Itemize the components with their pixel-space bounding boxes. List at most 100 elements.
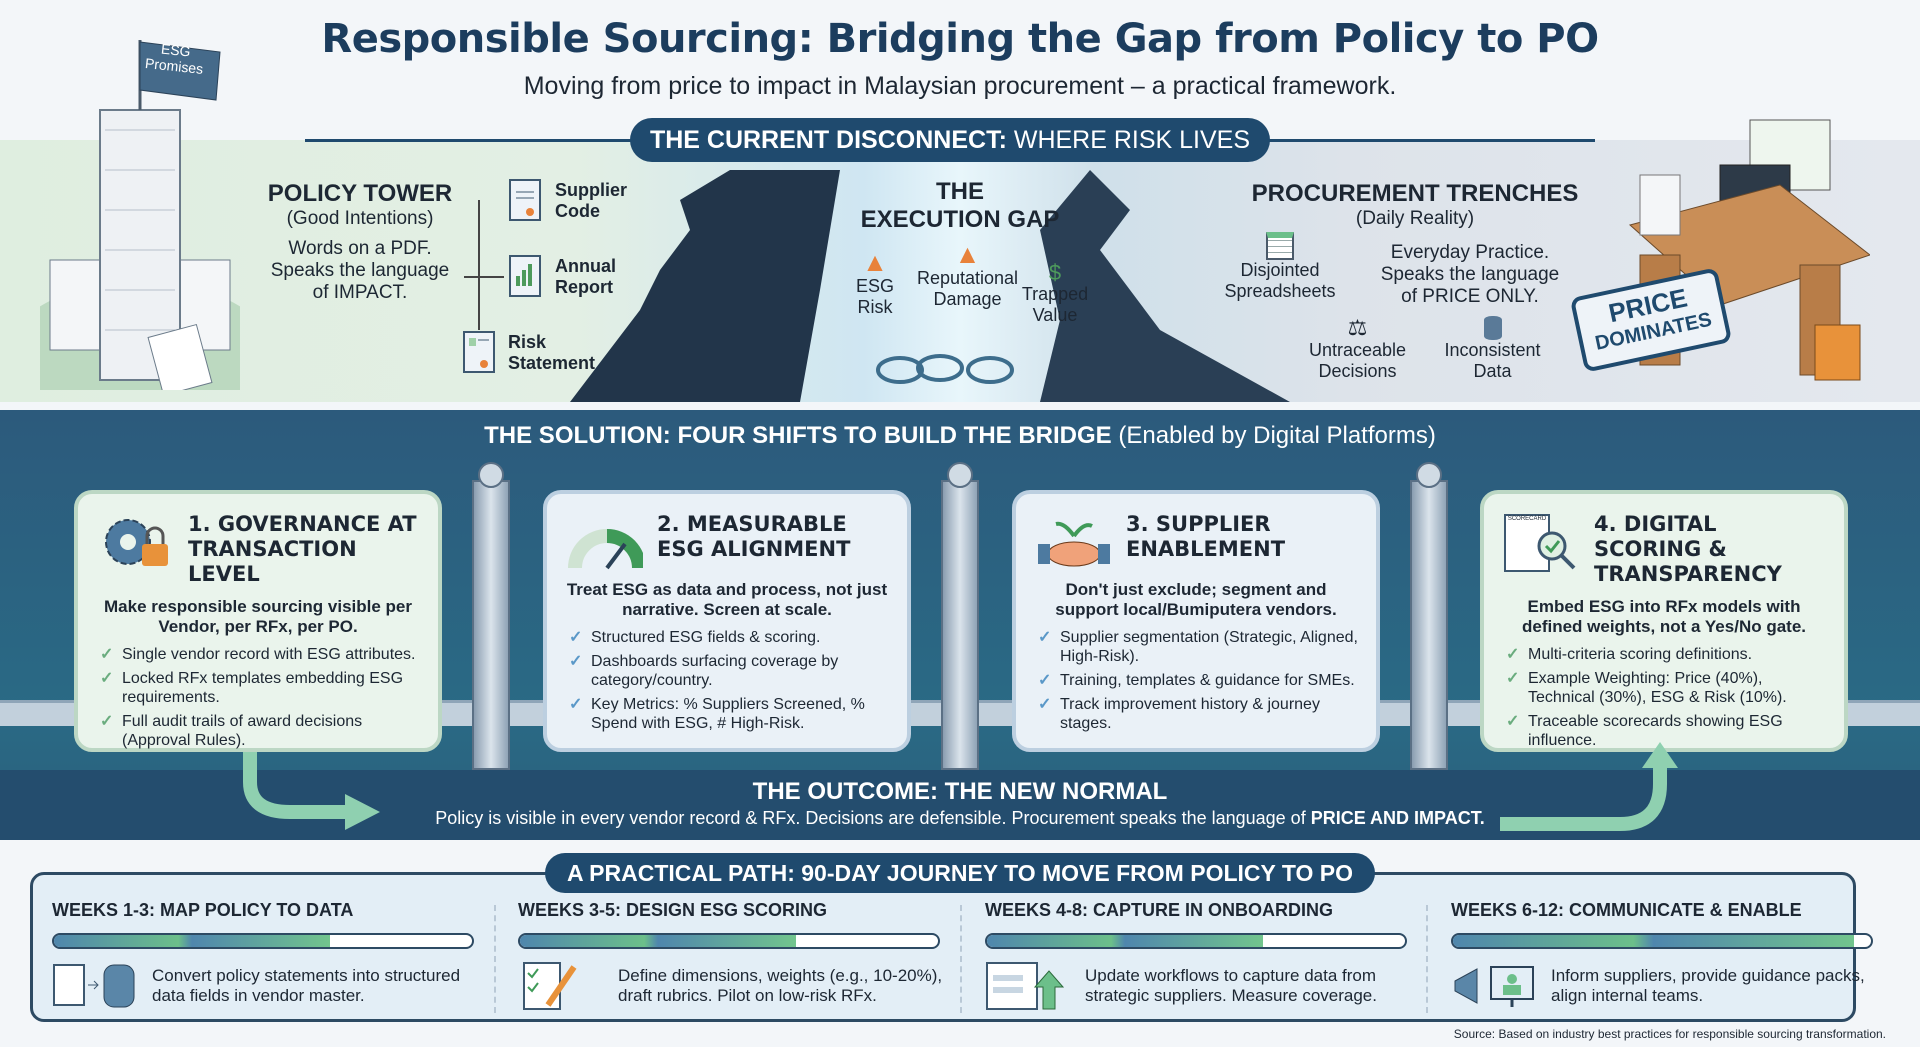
checklist-item: ✓Example Weighting: Price (40%), Technic… bbox=[1506, 670, 1787, 706]
megaphone-monitor-icon bbox=[1451, 961, 1541, 1011]
money-hand-icon: $ bbox=[1048, 260, 1062, 285]
disconnect-banner: THE CURRENT DISCONNECT: WHERE RISK LIVES bbox=[630, 118, 1270, 162]
shift-card-governance: 1. GOVERNANCE AT TRANSACTION LEVEL Make … bbox=[74, 490, 442, 752]
chart-report-icon bbox=[509, 255, 541, 297]
check-icon: ✓ bbox=[1506, 713, 1520, 730]
document-to-database-icon bbox=[52, 961, 142, 1011]
progress-fill bbox=[520, 935, 796, 947]
outcome-title: THE OUTCOME: THE NEW NORMAL bbox=[752, 778, 1168, 805]
check-icon: ✓ bbox=[1506, 646, 1520, 663]
bridge-pillar bbox=[941, 480, 979, 770]
bridge-pillar bbox=[472, 480, 510, 770]
phase-weeks-4-8: WEEKS 4-8: CAPTURE IN ONBOARDING Update … bbox=[985, 900, 1425, 1011]
warning-icon: ▲ bbox=[862, 247, 888, 277]
trenches-subtitle: (Daily Reality) bbox=[1355, 208, 1475, 229]
trenches-desc: Everyday Practice. Speaks the language o… bbox=[1380, 242, 1560, 307]
arrow-up-icon bbox=[1500, 742, 1720, 842]
shift-card-measurable: 2. MEASURABLE ESG ALIGNMENT Treat ESG as… bbox=[543, 490, 911, 752]
checklist-pencil-icon bbox=[518, 961, 608, 1011]
progress-fill bbox=[54, 935, 330, 947]
phase-weeks-1-3: WEEKS 1-3: MAP POLICY TO DATA Convert po… bbox=[52, 900, 492, 1011]
policy-tower-illustration bbox=[40, 30, 240, 390]
gear-lock-icon bbox=[98, 514, 174, 572]
handshake-sprout-icon bbox=[1036, 514, 1112, 572]
banner-bold: THE CURRENT DISCONNECT: bbox=[649, 126, 1007, 154]
check-icon: ✓ bbox=[569, 653, 583, 670]
policy-desc: of IMPACT. bbox=[312, 282, 408, 303]
progress-fill bbox=[1453, 935, 1855, 947]
practical-path-title: A PRACTICAL PATH: 90-DAY JOURNEY TO MOVE… bbox=[545, 853, 1375, 893]
checklist-item: ✓Full audit trails of award decisions (A… bbox=[100, 713, 363, 749]
checklist-item: ✓Supplier segmentation (Strategic, Align… bbox=[1038, 629, 1358, 665]
pillar-cap bbox=[1416, 462, 1442, 488]
divider bbox=[494, 905, 496, 1013]
progress-bar bbox=[52, 933, 474, 949]
check-icon: ✓ bbox=[1506, 670, 1520, 687]
check-icon: ✓ bbox=[100, 713, 114, 730]
gauge-icon bbox=[567, 514, 643, 572]
execution-gap-text: THE EXECUTION GAP bbox=[840, 178, 1080, 234]
shift-card-supplier-enablement: 3. SUPPLIER ENABLEMENT Don't just exclud… bbox=[1012, 490, 1380, 752]
shift-card-digital-scoring: SCORECARD 4. DIGITAL SCORING & TRANSPARE… bbox=[1480, 490, 1848, 752]
pillar-cap bbox=[947, 462, 973, 488]
warning-icon: ▲ bbox=[954, 239, 981, 269]
checklist-item: ✓Locked RFx templates embedding ESG requ… bbox=[100, 670, 404, 706]
outcome-text: Policy is visible in every vendor record… bbox=[435, 808, 1485, 828]
checklist-item: ✓Structured ESG fields & scoring. bbox=[569, 629, 821, 646]
check-icon: ✓ bbox=[1038, 672, 1052, 689]
trenches-heading: PROCUREMENT TRENCHES (Daily Reality) bbox=[1240, 180, 1590, 230]
policy-tower-title: POLICY TOWER bbox=[267, 180, 453, 207]
doc-supplier-code bbox=[508, 178, 544, 224]
check-icon: ✓ bbox=[1038, 629, 1052, 646]
divider bbox=[1265, 139, 1595, 142]
doc-risk-statement bbox=[462, 330, 498, 376]
checklist-item: ✓Multi-criteria scoring definitions. bbox=[1506, 646, 1753, 663]
gap-title: THE bbox=[936, 178, 984, 205]
checklist-item: ✓Single vendor record with ESG attribute… bbox=[100, 646, 416, 663]
policy-tower-text: POLICY TOWER (Good Intentions) Words on … bbox=[250, 180, 470, 304]
page-title: Responsible Sourcing: Bridging the Gap f… bbox=[321, 16, 1599, 62]
divider bbox=[960, 905, 962, 1013]
check-icon: ✓ bbox=[569, 696, 583, 713]
phase-weeks-6-12: WEEKS 6-12: COMMUNICATE & ENABLE Inform … bbox=[1451, 900, 1891, 1011]
checklist-item: ✓Track improvement history & journey sta… bbox=[1038, 696, 1320, 732]
policy-desc: Speaks the language bbox=[270, 260, 450, 281]
pillar-cap bbox=[478, 462, 504, 488]
scorecard-magnifier-icon: SCORECARD bbox=[1504, 514, 1580, 572]
arrow-right-icon bbox=[230, 752, 390, 842]
check-icon: ✓ bbox=[100, 670, 114, 687]
phase-weeks-3-5: WEEKS 3-5: DESIGN ESG SCORING Define dim… bbox=[518, 900, 958, 1011]
progress-bar bbox=[1451, 933, 1873, 949]
doc-annual-report bbox=[508, 254, 544, 300]
gap-title: EXECUTION GAP bbox=[860, 206, 1060, 233]
trenches-title: PROCUREMENT TRENCHES bbox=[1251, 180, 1579, 207]
check-icon: ✓ bbox=[100, 646, 114, 663]
execution-gap-illustration bbox=[570, 170, 1290, 402]
check-icon: ✓ bbox=[1038, 696, 1052, 713]
source-note: Source: Based on industry best practices… bbox=[1453, 1027, 1886, 1041]
database-icon bbox=[1483, 316, 1502, 340]
policy-desc: Words on a PDF. bbox=[288, 238, 432, 259]
form-upload-icon bbox=[985, 961, 1075, 1011]
banner-thin: WHERE RISK LIVES bbox=[1006, 126, 1251, 154]
solution-title: THE SOLUTION: FOUR SHIFTS TO BUILD THE B… bbox=[484, 422, 1436, 449]
checklist-item: ✓Key Metrics: % Suppliers Screened, % Sp… bbox=[569, 696, 865, 732]
page-subtitle: Moving from price to impact in Malaysian… bbox=[523, 72, 1397, 100]
checklist-item: ✓Traceable scorecards showing ESG influe… bbox=[1506, 713, 1783, 749]
progress-fill bbox=[987, 935, 1263, 947]
progress-bar bbox=[518, 933, 940, 949]
divider bbox=[305, 139, 635, 142]
certificate-icon bbox=[463, 331, 495, 373]
scales-icon: ⚖ bbox=[1347, 315, 1368, 340]
check-icon: ✓ bbox=[569, 629, 583, 646]
progress-bar bbox=[985, 933, 1407, 949]
